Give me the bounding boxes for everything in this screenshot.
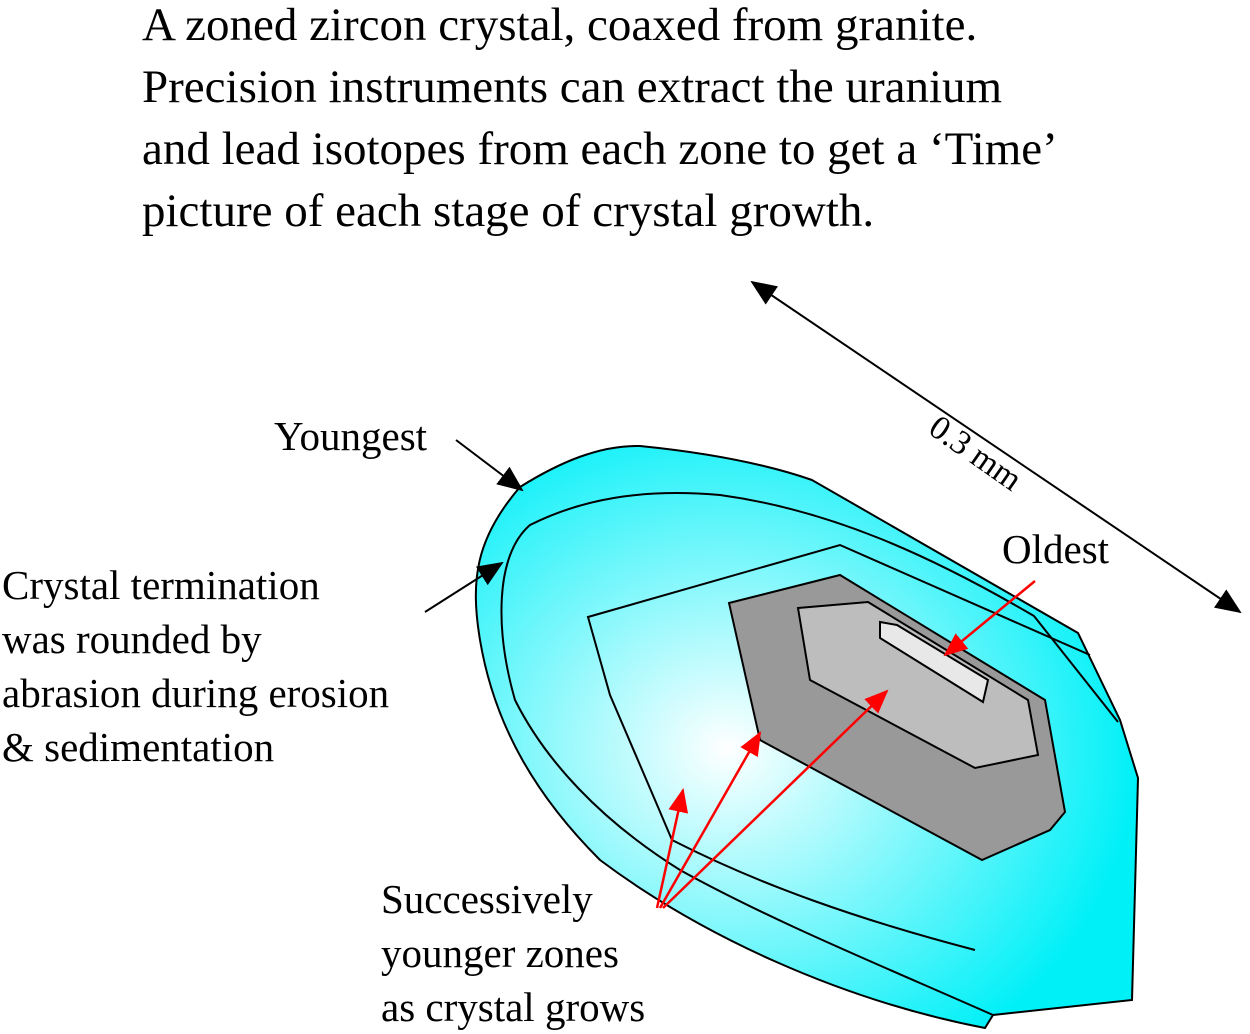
label-oldest: Oldest xyxy=(1002,526,1110,572)
zone-line-2 xyxy=(586,543,1091,951)
successive-pointer-arrow-3 xyxy=(662,689,889,909)
successive-pointer-arrow-2 xyxy=(658,731,762,909)
scale-arrow xyxy=(750,280,1242,614)
caption-line-4: picture of each stage of crystal growth. xyxy=(142,185,875,237)
caption-line-2: Precision instruments can extract the ur… xyxy=(142,61,1003,113)
crystal-core-oldest xyxy=(879,620,990,704)
caption-line-1: A zoned zircon crystal, coaxed from gran… xyxy=(142,0,978,51)
label-successive-line-1: Successively xyxy=(381,876,593,922)
label-successive-line-2: younger zones xyxy=(381,930,619,976)
label-termination-line-3: abrasion during erosion xyxy=(2,670,390,716)
label-youngest: Youngest xyxy=(274,413,428,459)
youngest-pointer-arrow xyxy=(455,439,524,492)
termination-pointer-arrow xyxy=(424,561,504,613)
label-termination-line-1: Crystal termination xyxy=(2,562,320,608)
caption: A zoned zircon crystal, coaxed from gran… xyxy=(142,0,1242,242)
successive-pointer-arrow-1 xyxy=(655,788,689,909)
label-successive-zones: Successively younger zones as crystal gr… xyxy=(381,872,645,1034)
oldest-pointer-arrow xyxy=(943,580,1036,657)
label-successive-line-3: as crystal grows xyxy=(381,984,646,1030)
label-termination-line-4: & sedimentation xyxy=(2,724,275,770)
caption-line-3: and lead isotopes from each zone to get … xyxy=(142,123,1058,175)
label-crystal-termination: Crystal termination was rounded by abras… xyxy=(2,558,389,774)
label-termination-line-2: was rounded by xyxy=(2,616,262,662)
